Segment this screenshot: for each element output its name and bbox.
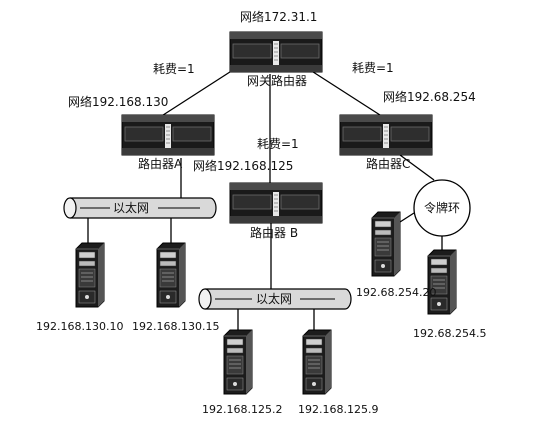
host-c2-icon	[427, 249, 457, 315]
gateway-router-label: 网关路由器	[247, 73, 307, 88]
gateway-router-icon	[229, 31, 323, 73]
cost-middle-label: 耗费=1	[257, 137, 299, 151]
host-a1-icon	[75, 242, 105, 308]
token-ring	[413, 179, 471, 237]
network-c-label: 网络192.68.254	[383, 89, 476, 104]
links	[87, 69, 443, 330]
token-ring-label: 令牌环	[424, 200, 460, 215]
host-b1-ip: 192.168.125.2	[202, 403, 282, 416]
router-c-label: 路由器C	[366, 156, 410, 171]
ethernet-b-label: 以太网	[256, 291, 292, 306]
network-a-label: 网络192.168.130	[68, 94, 168, 109]
cost-left-label: 耗费=1	[153, 62, 195, 76]
link-gateway-router-a	[159, 69, 234, 118]
link-router-c-ring	[399, 154, 435, 181]
router-a-icon	[121, 114, 215, 156]
ethernet-a-cable	[63, 197, 217, 219]
link-gateway-router-c	[309, 69, 381, 116]
ethernet-a-label: 以太网	[113, 200, 149, 215]
host-c1-icon	[371, 211, 401, 277]
network-top-label: 网络172.31.1	[240, 9, 317, 24]
host-c1-ip: 192.68.254.20	[356, 286, 436, 299]
cost-right-label: 耗费=1	[352, 61, 394, 75]
router-a-label: 路由器A	[138, 156, 183, 171]
router-b-icon	[229, 182, 323, 224]
host-c2-ip: 192.68.254.5	[413, 327, 486, 340]
host-b2-icon	[302, 329, 332, 395]
host-b2-ip: 192.168.125.9	[298, 403, 378, 416]
ethernet-b-cable	[198, 288, 352, 310]
host-b1-icon	[223, 329, 253, 395]
host-a2-icon	[156, 242, 186, 308]
host-a1-ip: 192.168.130.10	[36, 320, 123, 333]
network-b-label: 网络192.168.125	[193, 158, 293, 173]
link-ring-host1	[399, 212, 415, 223]
router-c-icon	[339, 114, 433, 156]
router-b-label: 路由器 B	[250, 225, 298, 240]
host-a2-ip: 192.168.130.15	[132, 320, 219, 333]
